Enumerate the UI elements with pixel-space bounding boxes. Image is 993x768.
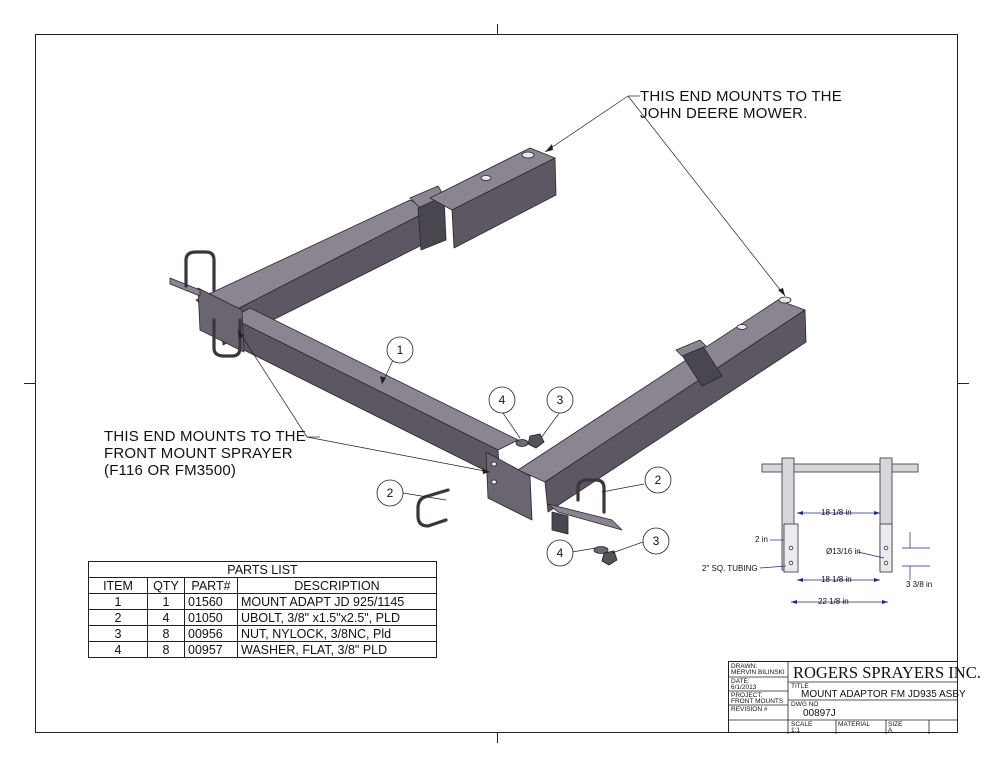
date-value: 6/1/2013 xyxy=(731,684,757,691)
cell-item: 4 xyxy=(88,641,148,658)
size-value: A xyxy=(888,727,893,734)
balloon-1: 1 xyxy=(397,343,404,357)
header-item: ITEM xyxy=(88,577,148,594)
callout-mower-end: THIS END MOUNTS TO THE JOHN DEERE MOWER. xyxy=(640,88,842,122)
dwg-no-label: DWG NO xyxy=(791,701,819,708)
title-block-grid xyxy=(729,662,958,734)
sheet-tick-right xyxy=(958,383,969,384)
drawn-by: MERVIN BILINSKI xyxy=(731,669,785,676)
cell-part: 00956 xyxy=(184,625,238,642)
scale-value: 1:1 xyxy=(791,727,801,734)
cell-qty: 8 xyxy=(147,625,185,642)
title-block: DRAWN: MERVIN BILINSKI DATE: 6/1/2013 PR… xyxy=(728,661,981,734)
company-name: ROGERS SPRAYERS INC. xyxy=(793,663,981,682)
header-part: PART# xyxy=(184,577,238,594)
cell-description: NUT, NYLOCK, 3/8NC, Pld xyxy=(237,625,437,642)
project-label: PROJECT: xyxy=(731,692,763,699)
cell-item: 3 xyxy=(88,625,148,642)
cell-part: 01560 xyxy=(184,593,238,610)
cell-part: 01050 xyxy=(184,609,238,626)
cell-item: 1 xyxy=(88,593,148,610)
sheet-tick-top xyxy=(497,24,498,34)
detail-top-view xyxy=(761,457,919,573)
dim-top-width: 18 1/8 in xyxy=(821,508,852,517)
scale-label: SCALE xyxy=(791,721,813,728)
balloon-2b: 2 xyxy=(655,473,662,487)
project-value: FRONT MOUNTS xyxy=(731,698,784,705)
detail-dimension-arrows xyxy=(791,511,888,604)
table-row: 1 1 01560 MOUNT ADAPT JD 925/1145 xyxy=(88,593,437,610)
cell-qty: 1 xyxy=(147,593,185,610)
drawing-border xyxy=(35,34,958,733)
dim-mid-width: 18 1/8 in xyxy=(821,575,852,584)
dim-hole-offset: 3 3/8 in xyxy=(906,580,933,589)
leader-arrowheads xyxy=(238,144,785,474)
cell-qty: 4 xyxy=(147,609,185,626)
ubolt-shapes xyxy=(184,250,606,528)
balloon-3b: 3 xyxy=(653,534,660,548)
cell-item: 2 xyxy=(88,609,148,626)
revision-label: REVISION # xyxy=(731,706,768,713)
callout-sprayer-end: THIS END MOUNTS TO THE FRONT MOUNT SPRAY… xyxy=(104,428,306,479)
parts-list-table: PARTS LIST ITEM QTY PART# DESCRIPTION 1 … xyxy=(88,561,437,658)
cell-description: WASHER, FLAT, 3/8" PLD xyxy=(237,641,437,658)
hardware-nuts-washers xyxy=(515,433,618,566)
table-row: 2 4 01050 UBOLT, 3/8" x1.5"x2.5", PLD xyxy=(88,609,437,626)
drawing-title: MOUNT ADAPTOR FM JD935 ASBY xyxy=(801,689,966,700)
cell-description: MOUNT ADAPT JD 925/1145 xyxy=(237,593,437,610)
dim-overall-width: 22 1/8 in xyxy=(818,597,849,606)
detail-dimension-lines xyxy=(759,512,930,603)
header-description: DESCRIPTION xyxy=(237,577,437,594)
cell-part: 00957 xyxy=(184,641,238,658)
dim-tubing-height: 2 in xyxy=(755,535,768,544)
item-balloons xyxy=(376,336,672,567)
tubing-label: 2" SQ. TUBING xyxy=(702,564,758,573)
dwg-no-value: 00897J xyxy=(803,708,836,719)
balloon-2a: 2 xyxy=(387,486,394,500)
table-row: 4 8 00957 WASHER, FLAT, 3/8" PLD xyxy=(88,641,437,658)
leader-lines xyxy=(237,95,786,554)
table-row: 3 8 00956 NUT, NYLOCK, 3/8NC, Pld xyxy=(88,625,437,642)
balloon-3a: 3 xyxy=(557,393,564,407)
parts-list-title: PARTS LIST xyxy=(88,561,437,578)
date-label: DATE: xyxy=(731,678,750,685)
sheet-tick-left xyxy=(24,383,35,384)
parts-list-header: ITEM QTY PART# DESCRIPTION xyxy=(88,577,437,594)
balloon-4b: 4 xyxy=(557,546,564,560)
header-qty: QTY xyxy=(147,577,185,594)
cell-qty: 8 xyxy=(147,641,185,658)
material-label: MATERIAL xyxy=(838,721,871,728)
size-label: SIZE xyxy=(888,721,903,728)
balloon-4a: 4 xyxy=(499,393,506,407)
dim-hole-diameter: Ø13/16 in xyxy=(826,547,861,556)
sheet-tick-bottom xyxy=(497,733,498,743)
cell-description: UBOLT, 3/8" x1.5"x2.5", PLD xyxy=(237,609,437,626)
drawn-label: DRAWN: xyxy=(731,663,758,670)
title-label: TITLE xyxy=(791,683,809,690)
